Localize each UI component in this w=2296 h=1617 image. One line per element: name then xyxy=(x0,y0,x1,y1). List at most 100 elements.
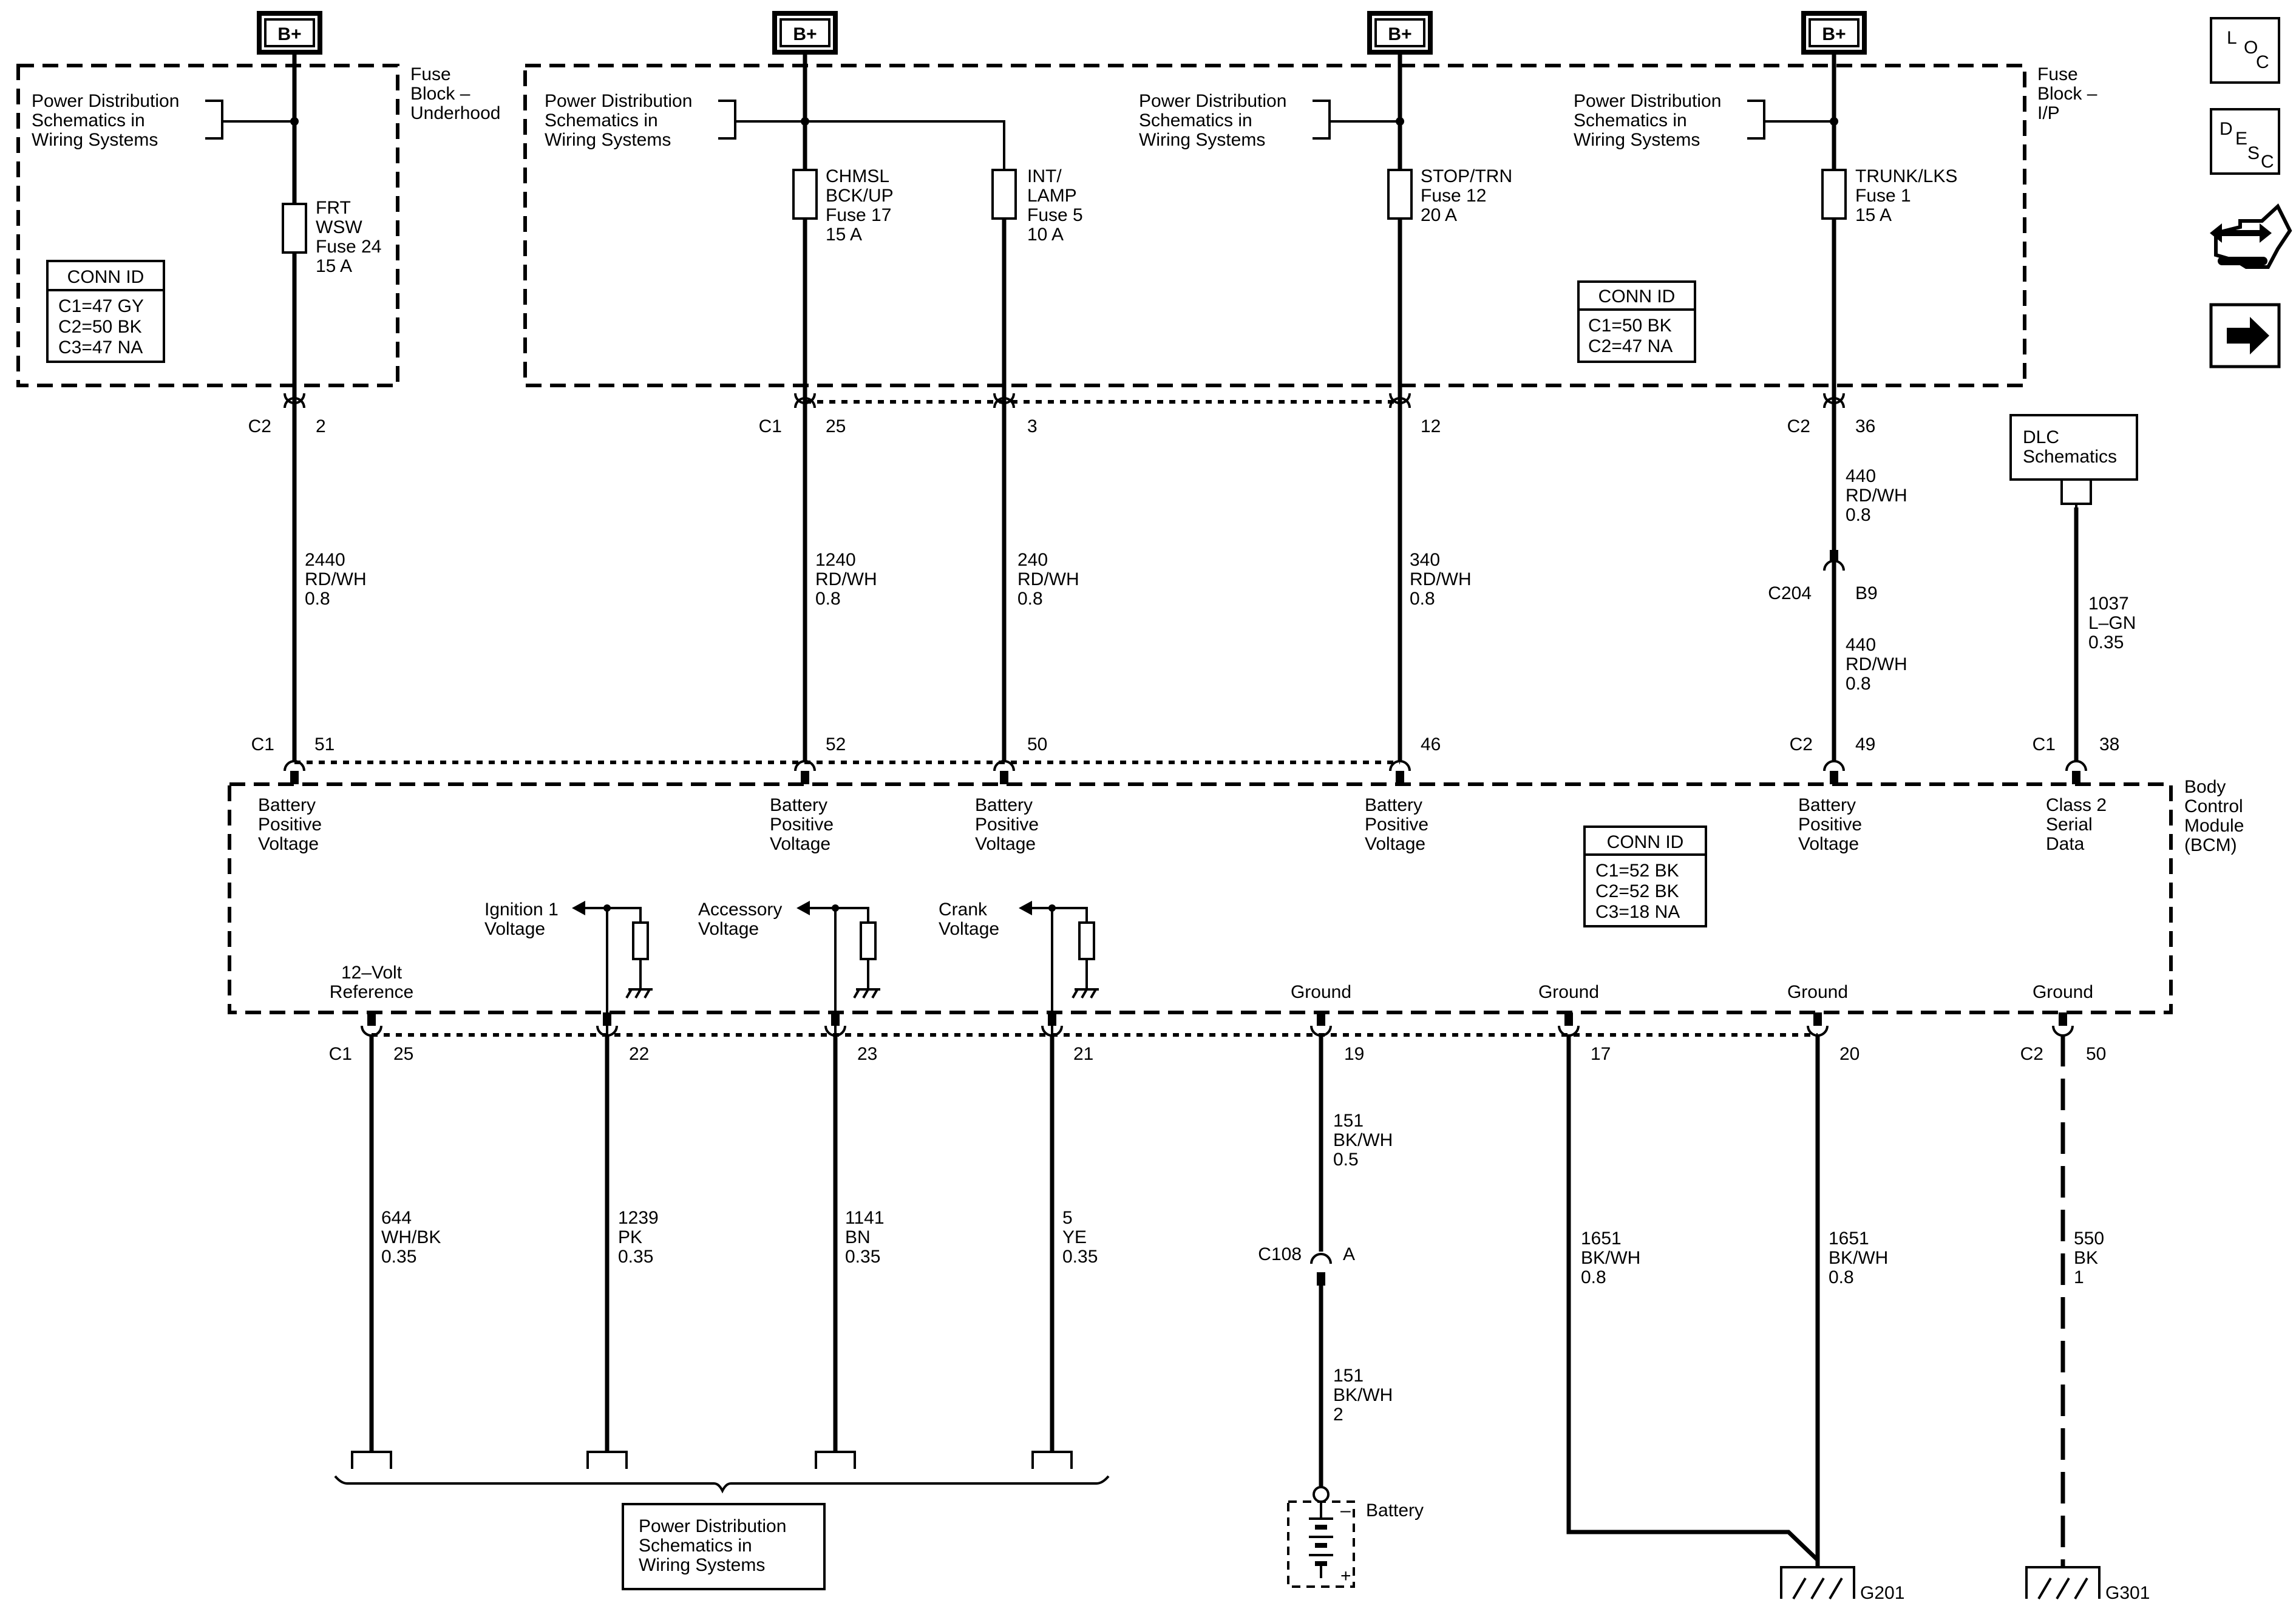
svg-text:0.8: 0.8 xyxy=(1410,589,1435,609)
svg-text:G301: G301 xyxy=(2105,1583,2150,1603)
svg-text:1651: 1651 xyxy=(1581,1229,1622,1249)
wire-label-1651-b: 1651 BK/WH 0.8 xyxy=(1829,1229,1888,1287)
bcm-top-pin-function-labels: Battery Positive Voltage Battery Positiv… xyxy=(258,795,2107,854)
svg-text:Battery: Battery xyxy=(975,795,1033,815)
svg-text:51: 51 xyxy=(314,734,335,754)
svg-text:Schematics in: Schematics in xyxy=(32,110,145,131)
svg-text:BCK/UP: BCK/UP xyxy=(826,186,894,206)
wire-label-1651-a: 1651 BK/WH 0.8 xyxy=(1581,1229,1640,1287)
svg-text:151: 151 xyxy=(1333,1111,1364,1131)
svg-text:WSW: WSW xyxy=(316,217,362,237)
svg-text:Voltage: Voltage xyxy=(484,919,545,939)
svg-text:YE: YE xyxy=(1062,1227,1087,1247)
svg-text:Control: Control xyxy=(2184,796,2243,816)
svg-text:Positive: Positive xyxy=(770,815,834,835)
dlc-schematics-reference[interactable]: DLC Schematics xyxy=(2009,414,2138,507)
svg-text:B9: B9 xyxy=(1855,583,1878,603)
svg-text:S: S xyxy=(2247,143,2260,163)
svg-text:3: 3 xyxy=(1027,416,1038,436)
svg-text:BN: BN xyxy=(845,1227,871,1247)
svg-text:Voltage: Voltage xyxy=(1798,834,1859,854)
fuse-int-lamp xyxy=(991,169,1017,220)
svg-text:DLC: DLC xyxy=(2023,427,2059,447)
svg-text:20 A: 20 A xyxy=(1421,205,1457,225)
svg-text:C2: C2 xyxy=(1790,734,1813,754)
fuse-block-ip-label: Fuse Block – I/P xyxy=(2037,64,2097,123)
svg-text:1141: 1141 xyxy=(845,1208,885,1228)
fuse-label-stop-trn: STOP/TRN Fuse 12 20 A xyxy=(1421,166,1512,225)
repair-tools-icon[interactable] xyxy=(2210,203,2292,269)
svg-text:C2=50 BK: C2=50 BK xyxy=(58,317,142,337)
svg-text:38: 38 xyxy=(2099,734,2119,754)
svg-text:Schematics in: Schematics in xyxy=(545,110,658,131)
circuit-wires-lower xyxy=(369,1035,2065,1566)
power-distribution-ref-1[interactable]: Power Distribution Schematics in Wiring … xyxy=(32,91,299,150)
svg-text:1240: 1240 xyxy=(815,550,856,570)
power-distribution-ref-3[interactable]: Power Distribution Schematics in Wiring … xyxy=(1139,91,1404,150)
svg-text:Accessory: Accessory xyxy=(698,900,782,920)
svg-text:25: 25 xyxy=(826,416,846,436)
svg-text:20: 20 xyxy=(1839,1044,1860,1064)
svg-text:C108: C108 xyxy=(1258,1244,1302,1264)
fuse-label-frt-wsw: FRT WSW Fuse 24 15 A xyxy=(316,198,381,276)
svg-text:1239: 1239 xyxy=(618,1208,659,1228)
svg-text:Fuse 12: Fuse 12 xyxy=(1421,186,1486,206)
wire-label-1141: 1141 BN 0.35 xyxy=(845,1208,885,1267)
svg-text:A: A xyxy=(1343,1244,1355,1264)
wire-label-1240: 1240 RD/WH 0.8 xyxy=(815,550,877,609)
conn-id-table-bcm: CONN ID C1=52 BK C2=52 BK C3=18 NA xyxy=(1583,825,1707,927)
svg-text:0.35: 0.35 xyxy=(381,1247,416,1267)
svg-text:C3=18 NA: C3=18 NA xyxy=(1595,902,1680,922)
svg-text:Voltage: Voltage xyxy=(939,919,999,939)
svg-text:C1: C1 xyxy=(329,1044,352,1064)
svg-text:LAMP: LAMP xyxy=(1027,186,1077,206)
svg-text:Battery: Battery xyxy=(1365,795,1422,815)
svg-text:Power Distribution: Power Distribution xyxy=(639,1516,786,1536)
svg-text:Voltage: Voltage xyxy=(258,834,319,854)
svg-text:O: O xyxy=(2244,38,2258,58)
wire-label-644: 644 WH/BK 0.35 xyxy=(381,1208,441,1267)
svg-text:52: 52 xyxy=(826,734,846,754)
fuse-label-chmsl: CHMSL BCK/UP Fuse 17 15 A xyxy=(826,166,894,245)
loc-icon[interactable]: L O C xyxy=(2210,17,2280,84)
svg-text:5: 5 xyxy=(1062,1208,1073,1228)
fuse-trunk-lks xyxy=(1821,169,1847,220)
power-distribution-ref-2[interactable]: Power Distribution Schematics in Wiring … xyxy=(545,91,1005,171)
svg-text:Class 2: Class 2 xyxy=(2046,795,2107,815)
svg-text:STOP/TRN: STOP/TRN xyxy=(1421,166,1512,186)
supply-label: B+ xyxy=(1388,24,1411,44)
inline-connector-c108: C108 A xyxy=(1258,1244,1355,1286)
svg-text:Wiring Systems: Wiring Systems xyxy=(1139,130,1265,150)
svg-text:Serial: Serial xyxy=(2046,815,2093,835)
svg-text:440: 440 xyxy=(1846,466,1876,486)
svg-text:C1: C1 xyxy=(759,416,782,436)
svg-text:C2: C2 xyxy=(1787,416,1810,436)
svg-text:CONN ID: CONN ID xyxy=(1607,832,1684,852)
desc-icon[interactable]: D E S C xyxy=(2210,108,2280,175)
power-distribution-ref-4[interactable]: Power Distribution Schematics in Wiring … xyxy=(1574,91,1838,150)
svg-text:D: D xyxy=(2220,119,2233,139)
svg-text:BK/WH: BK/WH xyxy=(1333,1385,1393,1405)
next-arrow-icon[interactable] xyxy=(2209,303,2281,368)
svg-text:1: 1 xyxy=(2074,1267,2084,1287)
svg-text:Power Distribution: Power Distribution xyxy=(32,91,179,111)
svg-text:BK/WH: BK/WH xyxy=(1581,1248,1640,1268)
power-distribution-ref-bottom[interactable]: Power Distribution Schematics in Wiring … xyxy=(622,1503,826,1590)
svg-text:Battery: Battery xyxy=(770,795,827,815)
svg-text:0.35: 0.35 xyxy=(1062,1247,1098,1267)
svg-text:15 A: 15 A xyxy=(1855,205,1892,225)
wire-label-550: 550 BK 1 xyxy=(2074,1229,2104,1287)
battery-supply-4: B+ xyxy=(1801,11,1867,55)
svg-text:I/P: I/P xyxy=(2037,103,2060,123)
svg-text:0.8: 0.8 xyxy=(1846,674,1871,694)
svg-text:RD/WH: RD/WH xyxy=(815,569,877,589)
svg-text:Fuse: Fuse xyxy=(2037,64,2078,84)
svg-text:10 A: 10 A xyxy=(1027,225,1064,245)
circuit-wires-upper xyxy=(292,52,2079,762)
battery-label: Battery xyxy=(1366,1500,1424,1520)
svg-text:Positive: Positive xyxy=(1365,815,1428,835)
svg-text:2440: 2440 xyxy=(305,550,345,570)
svg-text:Positive: Positive xyxy=(1798,815,1862,835)
svg-text:WH/BK: WH/BK xyxy=(381,1227,441,1247)
